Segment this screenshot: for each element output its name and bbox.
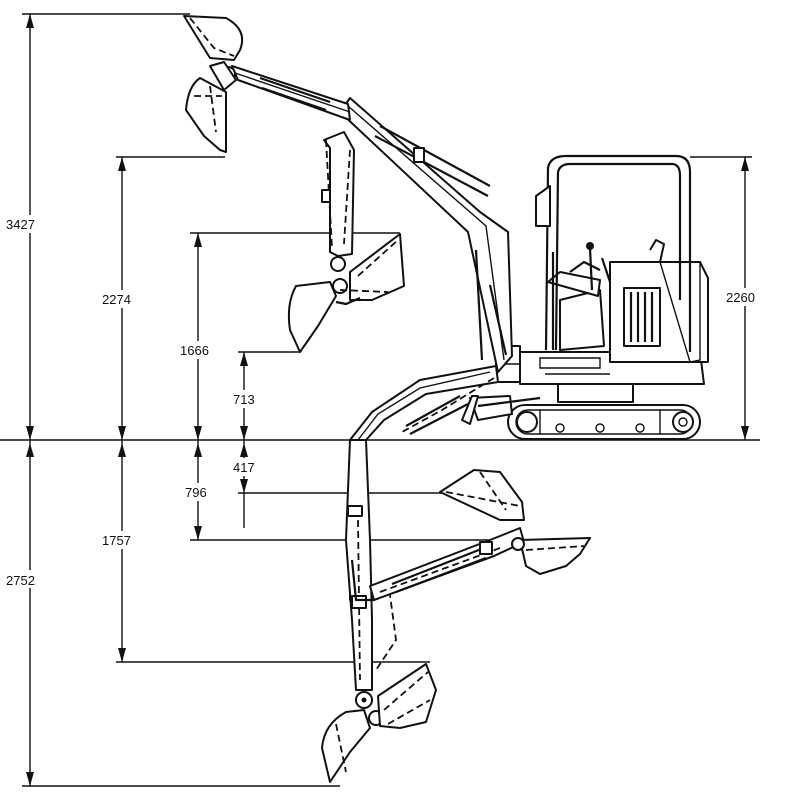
label-depth-796: 796 <box>185 485 207 500</box>
dozer-blade <box>461 395 541 425</box>
label-max-depth: 2752 <box>6 573 35 588</box>
bucket-shallow-dig <box>439 469 591 575</box>
label-machine-height: 2260 <box>726 290 755 305</box>
bucket-mid-height <box>287 131 405 353</box>
label-dump-height: 2274 <box>102 292 131 307</box>
label-height-713: 713 <box>233 392 255 407</box>
label-height-1666: 1666 <box>180 343 209 358</box>
boom-raised <box>231 65 513 373</box>
label-max-height: 3427 <box>6 217 35 232</box>
bucket-max-height <box>183 15 244 153</box>
upper-structure <box>495 154 709 403</box>
crawler-track <box>507 404 701 440</box>
bucket-max-depth <box>321 663 437 783</box>
boom-digging <box>345 365 499 691</box>
label-depth-1757: 1757 <box>102 533 131 548</box>
arm-horizontal-dig <box>369 527 525 601</box>
label-depth-417: 417 <box>233 460 255 475</box>
